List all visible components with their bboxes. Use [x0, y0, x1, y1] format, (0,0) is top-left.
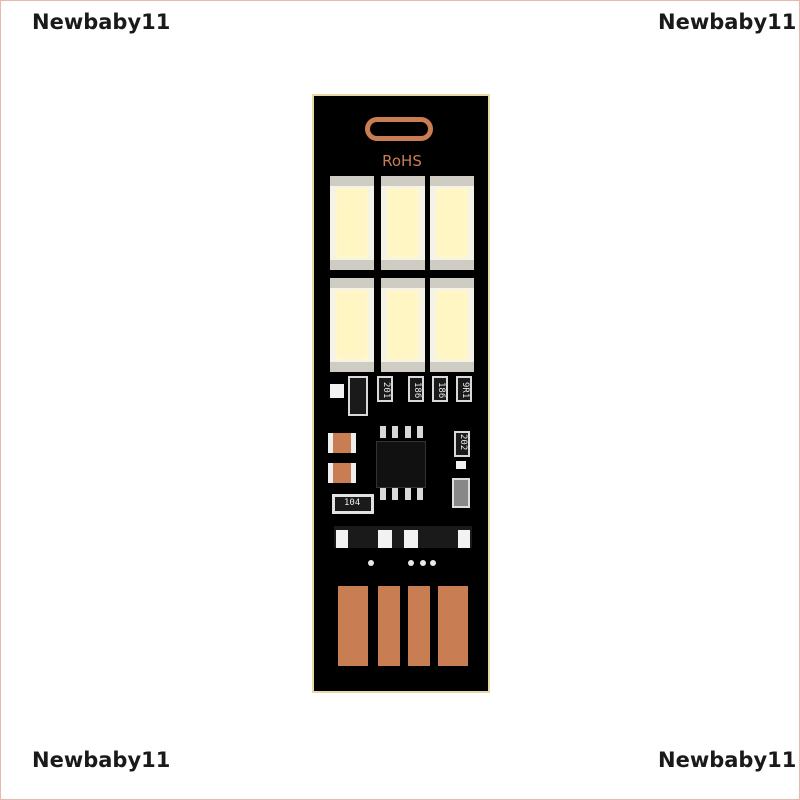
led-2 — [381, 176, 425, 270]
touch-switch-strip — [334, 526, 472, 548]
resistor-186-a — [408, 376, 424, 402]
smd-diode — [348, 376, 368, 416]
watermark-top-left: Newbaby11 — [32, 10, 171, 34]
rohs-silkscreen: RoHS — [382, 152, 422, 170]
capacitor-2 — [328, 463, 356, 483]
watermark-top-right: Newbaby11 — [658, 10, 797, 34]
smd-pad — [456, 461, 466, 469]
watermark-bottom-right: Newbaby11 — [658, 748, 797, 772]
ic-chip — [376, 441, 426, 488]
led-1 — [330, 176, 374, 270]
led-5 — [381, 278, 425, 372]
usb-led-pcb: RoHS 201 186 186 9R1 202 104 — [314, 96, 488, 691]
switch-pad — [458, 530, 470, 548]
resistor-label-104: 104 — [344, 498, 361, 508]
switch-pad — [336, 530, 348, 548]
resistor-label-186-a: 186 — [412, 382, 422, 399]
via — [420, 560, 426, 566]
ic-pin — [392, 488, 398, 500]
lanyard-slot — [365, 117, 433, 141]
capacitor-1 — [328, 433, 356, 453]
smd-diode-2 — [452, 478, 470, 508]
resistor-186-b — [432, 376, 448, 402]
ic-pin — [405, 426, 411, 438]
switch-pad — [378, 530, 392, 548]
watermark-bottom-left: Newbaby11 — [32, 748, 171, 772]
resistor-label-9r1: 9R1 — [460, 382, 470, 399]
smd-component — [330, 384, 344, 398]
via — [408, 560, 414, 566]
resistor-label-186-b: 186 — [436, 382, 446, 399]
led-3 — [430, 176, 474, 270]
ic-pin — [392, 426, 398, 438]
resistor-202 — [454, 431, 470, 457]
ic-pin — [380, 426, 386, 438]
ic-pin — [405, 488, 411, 500]
resistor-104 — [332, 494, 374, 514]
ic-pin — [380, 488, 386, 500]
usb-contact-2 — [378, 586, 400, 666]
switch-pad — [404, 530, 418, 548]
via — [430, 560, 436, 566]
led-4 — [330, 278, 374, 372]
resistor-9r1 — [456, 376, 472, 402]
ic-pin — [417, 488, 423, 500]
ic-pin — [417, 426, 423, 438]
usb-contact-4 — [438, 586, 468, 666]
resistor-label-202: 202 — [458, 434, 468, 451]
via — [368, 560, 374, 566]
led-6 — [430, 278, 474, 372]
resistor-201 — [377, 376, 393, 402]
resistor-label-201: 201 — [381, 382, 391, 399]
usb-contact-1 — [338, 586, 368, 666]
usb-contact-3 — [408, 586, 430, 666]
